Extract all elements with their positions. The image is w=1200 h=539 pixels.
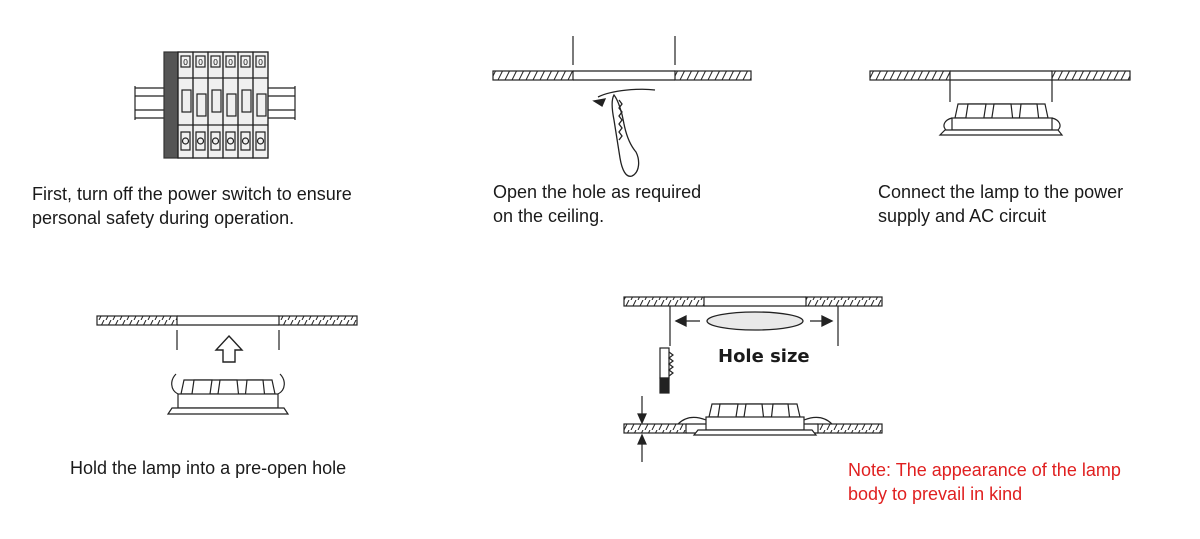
- ceiling-icon: [869, 70, 1131, 102]
- breaker-mark: 0: [228, 58, 233, 67]
- hole-dimension: [674, 311, 834, 331]
- downlight-icon: [938, 103, 1064, 136]
- ceiling-icon: [623, 296, 883, 346]
- downlight-icon: [677, 403, 833, 436]
- hole-size-label: Hole size: [718, 346, 810, 367]
- step-caption-connect: Connect the lamp to the power supply and…: [878, 182, 1124, 226]
- breaker-mark: 0: [213, 58, 218, 67]
- step-caption-open-hole: Open the hole as required on the ceiling…: [493, 182, 702, 226]
- breaker-mark: 0: [258, 58, 263, 67]
- downlight-icon: [166, 373, 290, 415]
- breaker-mark: 0: [198, 58, 203, 67]
- breaker-panel-icon: [134, 51, 296, 159]
- step-caption-power-off: First, turn off the power switch to ensu…: [32, 184, 352, 228]
- step-caption-hold: Hold the lamp into a pre-open hole: [70, 458, 347, 478]
- arrow-up-icon: [214, 334, 244, 363]
- ceiling-icon: [492, 36, 752, 81]
- saw-icon: [659, 347, 674, 394]
- appearance-note: Note: The appearance of the lamp body to…: [848, 460, 1121, 504]
- ceiling-icon: [96, 315, 358, 350]
- breaker-mark: 0: [183, 58, 188, 67]
- saw-icon: [592, 88, 656, 177]
- thickness-arrows: [637, 396, 647, 462]
- breaker-mark: 0: [243, 58, 248, 67]
- breaker-marks: 0 0 0 0 0 0: [183, 58, 263, 67]
